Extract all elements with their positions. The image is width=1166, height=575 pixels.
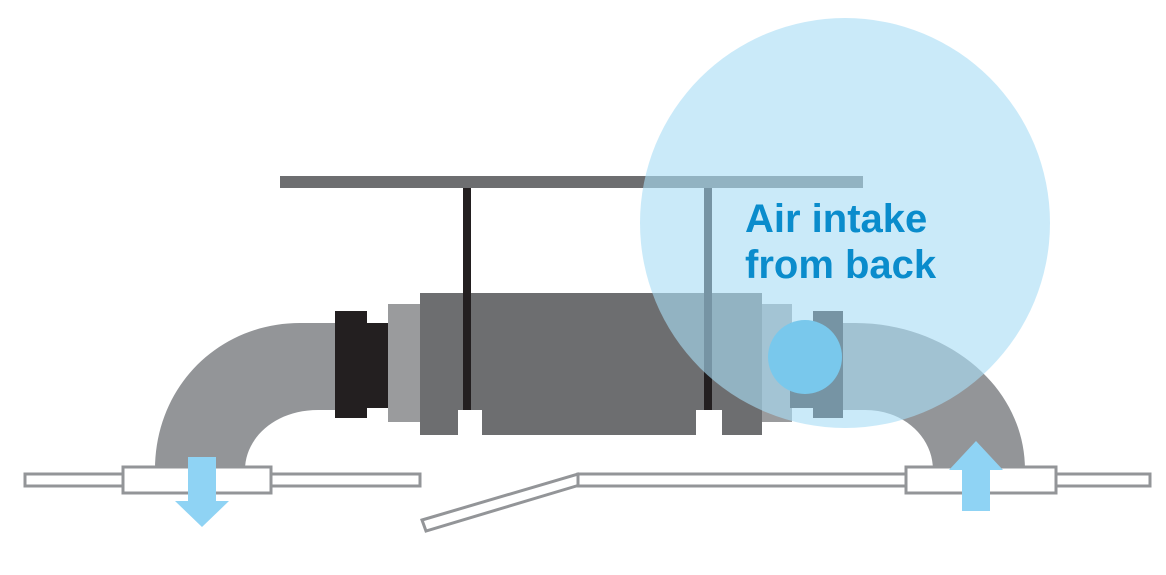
fan-outlet-neck [365,323,390,408]
callout-text-line2: from back [745,243,937,287]
ceiling-board-right [576,472,1152,488]
arrow-up-icon [949,441,1003,511]
callout-text-line1: Air intake [745,197,927,241]
ceiling-access-hatch [420,472,586,533]
hanger-rod-left-front [463,293,471,410]
arrow-down-icon [175,457,229,527]
fan-flange-left [388,304,422,422]
duct-elbow-left [155,323,340,470]
fan-outlet-collar [335,311,367,418]
callout-circle [640,18,1050,428]
